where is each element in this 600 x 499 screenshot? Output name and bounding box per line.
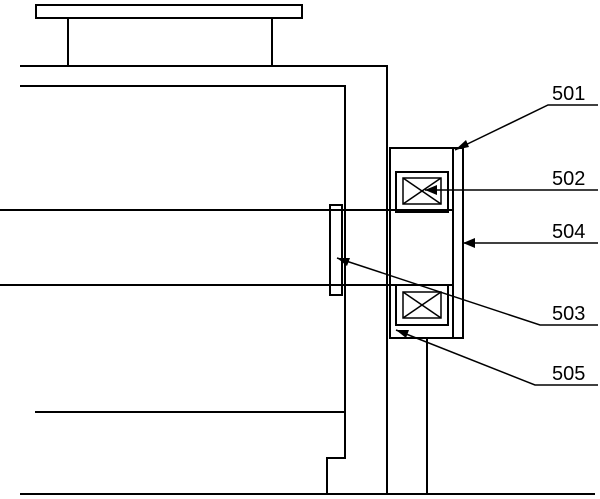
leader-505 [395,329,598,386]
bearing-housing [389,147,454,339]
label-504: 504 [552,221,585,243]
upper-bearing-cross-b [402,177,442,205]
label-505: 505 [552,363,585,385]
leader-503-arrow [337,258,350,266]
leader-501-arrow [455,140,469,150]
lower-bearing-inner [402,291,442,319]
leader-502-arrow [425,185,437,195]
inner-body [20,85,346,494]
shaft-flange [329,204,343,296]
leader-504-arrow [463,238,475,248]
outer-housing [20,65,388,494]
top-plate [35,4,303,19]
label-501: 501 [552,83,585,105]
upper-bearing [395,171,449,213]
lower-bearing-cross-b [402,291,442,319]
label-502: 502 [552,168,585,190]
leader-501 [454,104,598,151]
upper-bearing-inner [402,177,442,205]
label-503: 503 [552,303,585,325]
leader-503 [336,257,598,326]
leader-505-arrow [396,330,409,338]
lower-bearing [395,284,449,326]
end-cover-plate [452,147,464,339]
